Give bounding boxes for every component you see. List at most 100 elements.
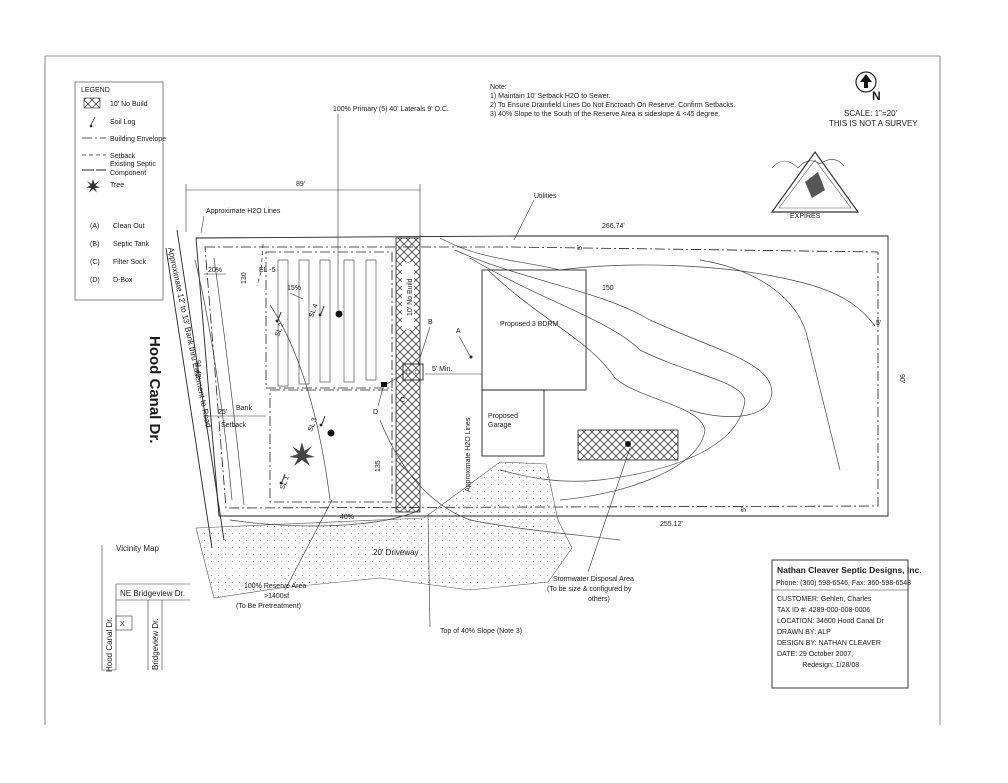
soil-logs: SL 4 SL 2 SL 3 SL 1: [274, 303, 326, 491]
scale-text: SCALE: 1"=20': [844, 109, 898, 118]
sheet-border: [44, 55, 941, 725]
legend-item-soil-log: Soil Log: [110, 119, 135, 126]
dim-25: 25': [218, 409, 227, 416]
property-line: [195, 235, 889, 517]
company-phone: Phone: (360) 598-6546, Fax: 360-598-6548: [776, 580, 911, 587]
soil-log-2: SL 2: [274, 322, 285, 338]
no-build-label: 10' No Build: [407, 278, 414, 316]
dim-90: 90': [898, 374, 905, 383]
dim-255: 255.12': [660, 521, 683, 528]
tb-date: DATE: 29 October 2007,: [777, 651, 853, 658]
legend-item-tree: Tree: [110, 182, 124, 189]
reserve-label-2: >1400sf: [264, 593, 289, 600]
callout-d: D: [373, 409, 378, 416]
legend-item-existing-septic: Existing Septic Component: [110, 161, 156, 177]
vicinity-x-marker: X: [120, 621, 125, 628]
vicinity-hood-canal: Hood Canal Dr.: [105, 617, 114, 672]
stormwater-label-2: (To be size & configured by: [547, 586, 632, 593]
slope-40-label: 40%: [340, 514, 354, 521]
dim-91: 91.42': [194, 360, 201, 379]
setback-label: Setback: [221, 422, 247, 429]
dim-89: 89': [296, 181, 305, 188]
contour-lines: [194, 237, 876, 541]
five-min-label: 5' Min.: [432, 366, 452, 373]
dim-5-bottom: 5': [741, 507, 748, 512]
road-edges: [165, 229, 225, 549]
contour-150: 150: [602, 285, 614, 292]
legend: LEGEND 10' No Build Soil Log Building En…: [74, 81, 166, 301]
septic-tank: [402, 363, 424, 381]
legend-code-c: (C): [90, 259, 100, 266]
tb-redesign: Redesign: 1/28/08: [777, 662, 859, 669]
note-1: 1) Maintain 10' Setback H2O to Sewer.: [490, 93, 610, 100]
bank-label: Bank: [236, 405, 252, 412]
house-label: Proposed 3 BDRM: [500, 321, 559, 328]
primary-label: 100% Primary (5) 40' Laterals 9' O.C.: [333, 106, 449, 113]
stamp-text: EXPIRES: [790, 213, 821, 220]
north-letter: N: [872, 89, 881, 103]
soil-log-1: SL 1: [279, 475, 290, 491]
stormwater-label-1: Stormwater Disposal Area: [553, 576, 634, 583]
h2o-lines-label: Approximate H2O Lines: [206, 208, 281, 215]
callout-b: B: [428, 319, 433, 326]
legend-code-b: (B): [90, 241, 99, 248]
legend-code-label-d: D-Box: [113, 277, 133, 284]
building-envelope: [204, 246, 879, 509]
tree-icon: [86, 179, 100, 193]
vicinity-title: Vicinity Map: [116, 544, 160, 553]
tree-icon: [289, 442, 315, 466]
drainfield-area: [265, 251, 393, 389]
d-box: [381, 382, 387, 387]
legend-code-a: (A): [90, 223, 99, 230]
proposed-house: [481, 269, 587, 391]
title-block: Nathan Cleaver Septic Designs, Inc. Phon…: [771, 559, 922, 689]
dim-5-right: 5': [876, 320, 881, 327]
stormwater-label-3: others): [588, 596, 610, 603]
tb-tax-id: TAX ID #: 4289-000-008-0006: [777, 607, 870, 614]
legend-code-label-c: Filter Sock: [113, 259, 147, 266]
soil-log-4: SL 4: [308, 303, 319, 319]
proposed-garage: [481, 389, 545, 457]
contour-135: 135: [375, 460, 382, 472]
note-2: 2) To Ensure Drainfield Lines Do Not Enc…: [490, 102, 735, 109]
top-slope-label: Top of 40% Slope (Note 3): [440, 628, 522, 635]
legend-item-no-build: 10' No Build: [110, 101, 148, 108]
slope-20-label: 20%: [208, 267, 222, 274]
el-label: EL -5: [259, 267, 276, 274]
tb-location: LOCATION: 34600 Hood Canal Dr: [777, 618, 885, 625]
reserve-label-3: (To Be Pretreatment): [236, 603, 301, 610]
h2o-lines-vertical: Approximate H2O Lines: [465, 417, 472, 492]
note-3: 3) 40% Slope to the South of the Reserve…: [490, 111, 720, 118]
reserve-area: [269, 389, 393, 503]
value-130: 130: [241, 272, 248, 284]
dim-5-top: 5': [577, 245, 584, 250]
legend-item-setback: Setback: [110, 153, 136, 160]
soil-log-3: SL 3: [307, 417, 318, 433]
utilities-label: Utilities: [534, 193, 557, 200]
reserve-label-1: 100% Reserve Area: [244, 583, 306, 590]
legend-item-building-envelope: Building Envelope: [110, 136, 166, 143]
setback-line: [256, 243, 264, 287]
slope-15-label: 15%: [287, 285, 301, 292]
tb-design-by: DESIGN BY: NATHAN CLEAVER: [777, 640, 881, 647]
vicinity-bridgeview: Bridgeview Dr.: [151, 618, 160, 670]
callout-a: A: [456, 328, 461, 335]
drainfield-laterals: [277, 259, 377, 387]
callout-c: C: [400, 397, 405, 404]
engineer-stamp: EXPIRES: [770, 150, 860, 220]
north-arrow: N: [855, 71, 881, 103]
tb-drawn-by: DRAWN BY: ALP: [777, 629, 831, 636]
legend-code-label-a: Clean Out: [113, 223, 145, 230]
driveway: [195, 461, 573, 599]
garage-label: Proposed Garage: [488, 413, 518, 429]
vicinity-map: Vicinity Map NE Bridgeview Dr. X Hood Ca…: [101, 544, 190, 672]
road-label: Hood Canal Dr.: [146, 336, 163, 444]
legend-code-d: (D): [90, 277, 100, 284]
legend-code-label-b: Septic Tank: [113, 241, 150, 248]
tb-customer: CUSTOMER: Gehlen, Charles: [777, 596, 872, 603]
dim-266: 266.74': [602, 223, 625, 230]
not-a-survey-text: THIS IS NOT A SURVEY: [829, 119, 918, 128]
driveway-label: 20' Driveway: [373, 548, 419, 557]
notes-title: Note:: [490, 84, 507, 91]
